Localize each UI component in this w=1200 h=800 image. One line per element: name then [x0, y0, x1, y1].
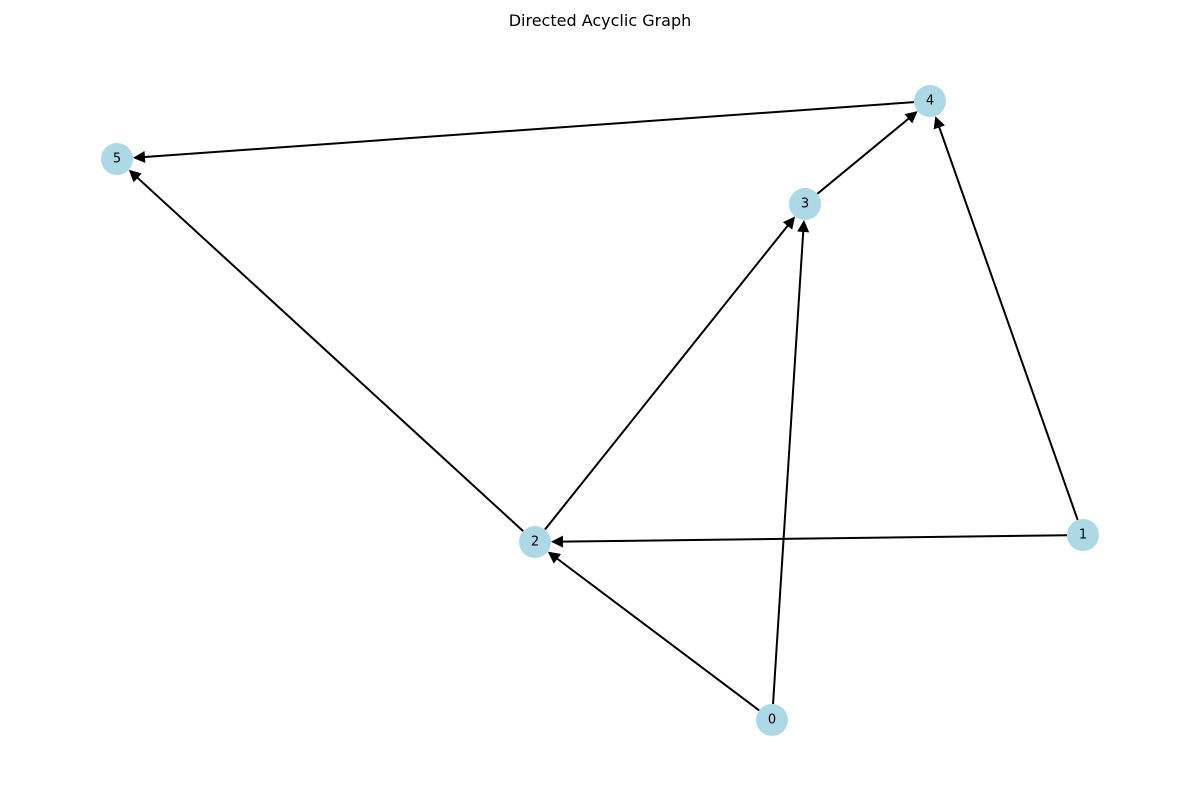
edge-line: [135, 175, 524, 532]
edge-line: [937, 125, 1079, 521]
node-circle: [1067, 519, 1099, 551]
node-4: 4: [914, 85, 946, 117]
node-label: 3: [801, 197, 809, 212]
node-0: 0: [756, 704, 788, 736]
arrowhead-icon: [128, 169, 142, 183]
node-2: 2: [519, 526, 551, 558]
node-1: 1: [1067, 519, 1099, 551]
edge-1-to-4: [933, 116, 1079, 521]
edge-3-to-4: [816, 111, 918, 195]
edge-2-to-5: [128, 169, 524, 532]
arrowhead-icon: [904, 111, 918, 124]
edge-line: [142, 101, 915, 159]
arrowhead-icon: [933, 116, 945, 130]
graph-title: Directed Acyclic Graph: [508, 11, 692, 30]
arrowhead-icon: [547, 551, 561, 564]
edge-1-to-2: [550, 534, 1068, 548]
node-circle: [914, 85, 946, 117]
edge-4-to-5: [132, 101, 915, 163]
nodes-layer: 0 1 2 3 4 5: [101, 85, 1099, 736]
node-5: 5: [101, 143, 133, 175]
node-circle: [756, 704, 788, 736]
node-label: 0: [768, 713, 776, 728]
edge-line: [816, 116, 911, 195]
edge-2-to-3: [544, 216, 796, 531]
edges-layer: [128, 101, 1079, 712]
node-circle: [101, 143, 133, 175]
arrowhead-icon: [782, 216, 796, 230]
arrowhead-icon: [797, 219, 810, 233]
node-label: 1: [1079, 528, 1087, 543]
edge-0-to-2: [547, 551, 760, 712]
arrowhead-icon: [132, 151, 146, 163]
edge-line: [555, 556, 760, 712]
edge-0-to-3: [772, 219, 810, 705]
node-label: 5: [113, 152, 121, 167]
node-circle: [519, 526, 551, 558]
edge-line: [560, 534, 1068, 543]
node-label: 4: [926, 94, 934, 109]
edge-line: [544, 223, 790, 531]
edge-line: [772, 229, 805, 705]
node-3: 3: [789, 188, 821, 220]
arrowhead-icon: [550, 535, 564, 548]
node-label: 2: [531, 535, 539, 550]
node-circle: [789, 188, 821, 220]
